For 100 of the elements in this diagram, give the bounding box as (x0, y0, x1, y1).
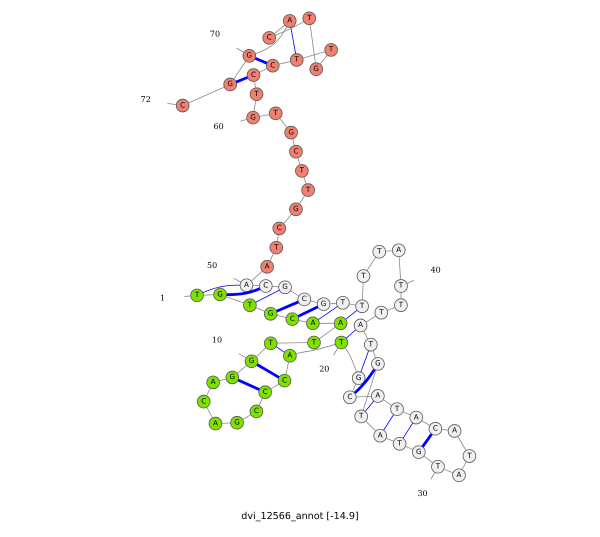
connector (226, 296, 244, 304)
node-circle: T (268, 106, 282, 120)
connector (421, 420, 430, 426)
connector (298, 306, 318, 318)
node-circle: A (409, 410, 424, 424)
connector (318, 306, 338, 320)
node-circle: C (286, 312, 300, 326)
node-circle: T (302, 12, 316, 26)
node-circle: T (354, 410, 368, 424)
node-circle: T (390, 402, 404, 416)
connector (278, 61, 291, 65)
node-circle: C (176, 98, 190, 112)
connector (254, 57, 268, 64)
connector (259, 114, 270, 117)
node-circle: G (284, 126, 298, 140)
connector (303, 176, 306, 184)
connector (272, 286, 279, 288)
node-circle: A (452, 468, 466, 482)
node-text: 72 (140, 95, 151, 104)
connector (276, 300, 299, 312)
connector (344, 347, 357, 372)
node-circle: T (431, 460, 445, 474)
node-circle: A (448, 424, 462, 438)
connector (296, 344, 336, 354)
node-text: 1 (160, 293, 166, 302)
connector (400, 292, 402, 300)
connector (366, 316, 376, 322)
node-circle: C (258, 385, 272, 399)
node-text: 50 (207, 261, 218, 270)
connector (423, 456, 434, 464)
connector (442, 429, 448, 431)
connector (255, 290, 280, 303)
connector (406, 280, 414, 284)
connector (290, 290, 300, 296)
connector (255, 26, 288, 54)
connector (346, 330, 356, 339)
connector (372, 350, 376, 358)
node-circle: A (306, 316, 320, 330)
connector (298, 320, 307, 322)
connector (202, 284, 240, 294)
node-circle: T (190, 288, 204, 302)
node-circle: T (356, 269, 370, 283)
connector (402, 411, 411, 416)
node-circle: T (394, 279, 408, 293)
node-circle: G (242, 49, 256, 63)
node-circle: T (250, 87, 264, 101)
node-circle: T (372, 244, 386, 259)
node-circle: T (301, 183, 315, 197)
connector (362, 370, 376, 411)
node-circle: A (206, 376, 220, 390)
connector (299, 195, 305, 204)
node-circle: C (278, 374, 292, 388)
node-circle: T (295, 164, 309, 178)
connector (256, 363, 280, 378)
connector (345, 310, 358, 320)
connector (283, 214, 292, 224)
node-circle: T (336, 296, 350, 310)
connector (280, 118, 288, 128)
connector (320, 54, 328, 64)
connector (290, 26, 296, 54)
node-circle: C (298, 292, 312, 306)
connector (276, 342, 308, 344)
connector (318, 326, 336, 340)
node-circle: T (307, 336, 321, 350)
connector (310, 24, 316, 64)
node-circle: G (289, 202, 303, 216)
node-circle: A (240, 278, 254, 292)
node-circle: G (264, 307, 278, 321)
node-circle: G (316, 297, 330, 311)
connector (240, 118, 248, 122)
node-circle: G (223, 78, 237, 92)
node-text: 30 (417, 488, 428, 498)
connector (285, 362, 289, 375)
node-circle: T (355, 299, 369, 314)
connector (366, 256, 376, 272)
connector (276, 314, 286, 318)
node-circle: T (394, 298, 408, 312)
connector (236, 365, 247, 374)
connector (256, 347, 266, 358)
connector (363, 330, 368, 340)
node-circle: A (260, 260, 274, 274)
node-circle: C (258, 279, 273, 293)
connector (402, 422, 414, 439)
node-text: 10 (212, 336, 222, 345)
connector (386, 307, 396, 311)
node-circle: G (213, 288, 227, 302)
connector (365, 420, 376, 432)
connector (252, 285, 260, 286)
connector (292, 138, 295, 146)
node-circle: C (272, 222, 286, 236)
node-circle: T (374, 306, 388, 320)
connector (383, 414, 394, 430)
node-circle: C (428, 422, 442, 436)
connector (238, 378, 260, 391)
node-circle: G (278, 280, 292, 294)
connector (270, 384, 280, 390)
connector (398, 256, 401, 280)
connector (206, 406, 213, 418)
connector (188, 86, 224, 104)
connector (259, 68, 268, 73)
